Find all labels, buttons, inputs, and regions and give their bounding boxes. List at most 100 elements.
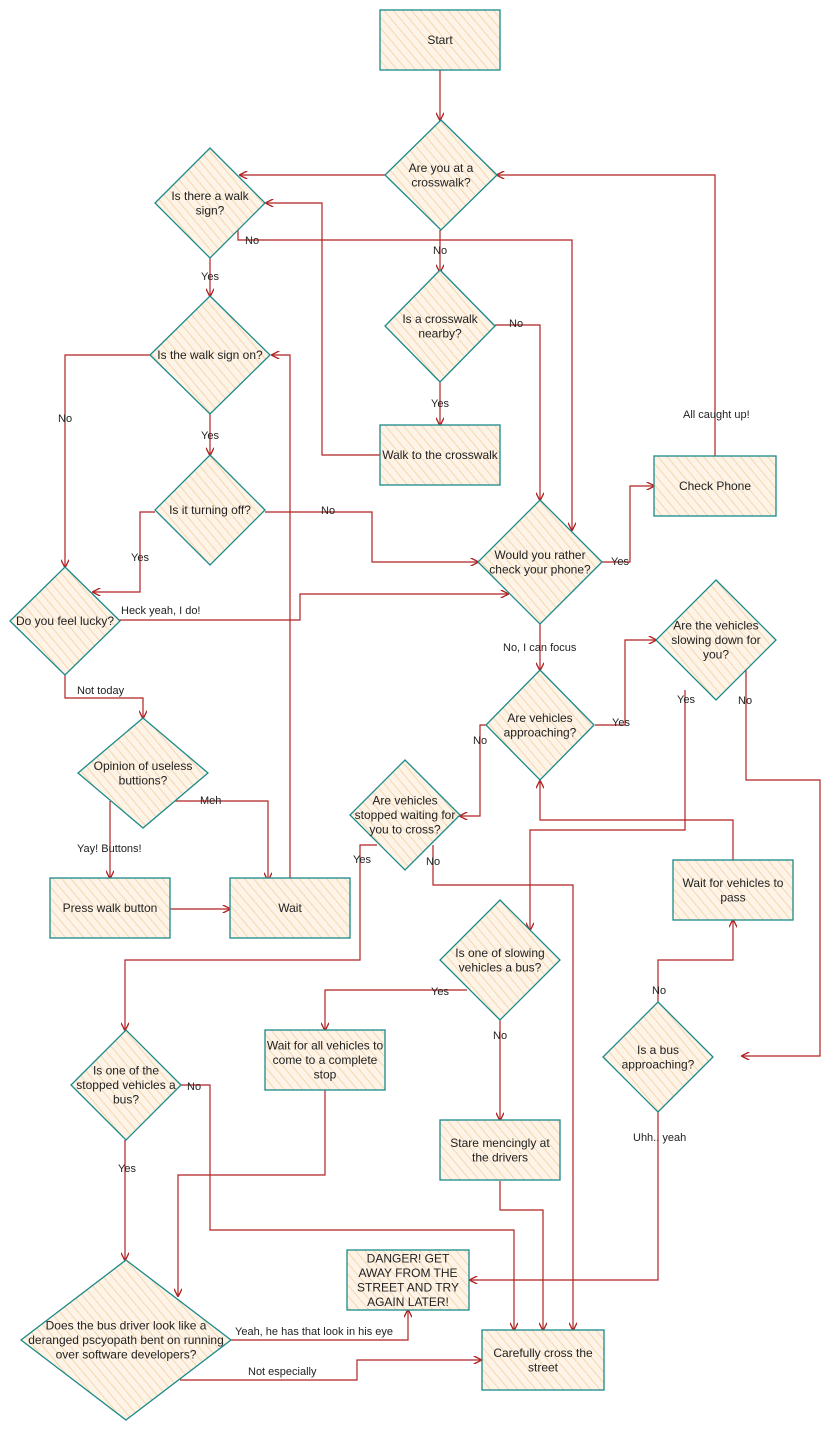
decision-diamond-walk-sign <box>154 147 266 259</box>
decision-diamond-bus-approaching <box>602 1001 714 1113</box>
label-approaching-yes: Yes <box>612 717 630 729</box>
process-box-danger <box>346 1249 470 1311</box>
edge-slowing-yes <box>530 690 686 930</box>
label-yay-buttons: Yay! Buttons! <box>77 843 142 855</box>
label-slowingbus-yes: Yes <box>431 986 449 998</box>
edge-walkto-walksign <box>266 203 380 456</box>
edge-busapproaching-yes <box>470 1110 659 1280</box>
edge-stopped-no <box>432 845 573 1330</box>
label-approaching-no: No <box>473 735 487 747</box>
node-text-deranged: deranged pscyopath bent on running <box>28 1333 224 1347</box>
label-no-focus: No, I can focus <box>503 642 577 654</box>
node-text-rather-phone: Would you rather <box>494 548 585 562</box>
label-stopped-no: No <box>426 856 440 868</box>
node-text-vehicles-approaching: Are vehicles <box>507 711 572 725</box>
node-text-deranged: Does the bus driver look like a <box>46 1319 207 1333</box>
node-text-check-phone: Check Phone <box>679 479 751 493</box>
edge-approaching-no <box>460 724 486 816</box>
edge-deranged-no <box>180 1360 481 1381</box>
edge-labels: No Yes No No Yes All caught up! No Yes N… <box>58 235 752 1378</box>
node-text-stare: the drivers <box>472 1150 528 1164</box>
edge-wait-signon <box>272 355 291 878</box>
label-meh: Meh <box>200 795 221 807</box>
node-text-turning-off: Is it turning off? <box>169 503 251 517</box>
node-text-slowing-down: Are the vehicles <box>673 619 758 633</box>
label-yeah-look: Yeah, he has that look in his eye <box>235 1326 393 1338</box>
node-text-bus-approaching: approaching? <box>622 1057 695 1071</box>
node-text-walk-sign-on: Is the walk sign on? <box>157 348 263 362</box>
edge-deranged-yes <box>230 1310 408 1341</box>
process-box-wait-complete-stop <box>264 1029 386 1091</box>
node-text-press-button: Press walk button <box>63 901 158 915</box>
node-text-wait: Wait <box>278 901 302 915</box>
node-text-carefully-cross: street <box>528 1360 559 1374</box>
edge-slowingbus-yes <box>325 989 467 1030</box>
node-text-stare: Stare mencingly at <box>450 1136 550 1150</box>
decision-diamond-stopped-bus <box>70 1029 182 1141</box>
process-box-stare <box>439 1119 561 1181</box>
node-text-vehicles-approaching: approaching? <box>504 725 577 739</box>
decision-diamond-walk-sign-on <box>149 295 271 415</box>
label-crosswalk-no: No <box>433 245 447 257</box>
edges <box>65 70 821 1381</box>
label-turning-yes: Yes <box>131 552 149 564</box>
decision-diamond-rather-phone <box>477 499 603 625</box>
edge-stare-cross <box>499 1181 543 1330</box>
node-text-stopped-waiting: stopped waiting for <box>355 808 456 822</box>
decision-diamond-turning-off <box>154 454 266 566</box>
node-text-walk-sign: Is there a walk <box>171 189 249 203</box>
process-box-start <box>379 9 501 71</box>
node-wait: Wait <box>229 877 351 939</box>
node-text-feel-lucky: Do you feel lucky? <box>16 614 114 628</box>
node-text-danger: STREET AND TRY <box>357 1280 459 1294</box>
label-walksign-no: No <box>245 235 259 247</box>
label-stoppedbus-yes: Yes <box>118 1163 136 1175</box>
node-text-slowing-down: slowing down for <box>671 633 760 647</box>
node-press-button: Press walk button <box>49 877 171 939</box>
label-signon-no: No <box>58 413 72 425</box>
node-text-wait-complete-stop: Wait for all vehicles to <box>267 1039 384 1053</box>
node-text-stopped-waiting: Are vehicles <box>372 794 437 808</box>
edge-stoppedbus-no <box>180 1084 514 1330</box>
node-text-wait-complete-stop: come to a complete <box>273 1053 378 1067</box>
node-walk-sign-on: Is the walk sign on? <box>149 295 271 415</box>
label-heck-yeah: Heck yeah, I do! <box>121 605 201 617</box>
node-text-at-crosswalk: crosswalk? <box>411 175 471 189</box>
node-turning-off: Is it turning off? <box>154 454 266 566</box>
edge-checkphone-crosswalk <box>497 175 716 456</box>
node-text-carefully-cross: Carefully cross the <box>493 1346 593 1360</box>
label-turning-no: No <box>321 505 335 517</box>
edge-phone-yes <box>602 486 654 563</box>
edge-completestop-deranged <box>178 1090 326 1296</box>
node-text-danger: AGAIN LATER! <box>367 1295 449 1309</box>
node-text-stopped-bus: bus? <box>113 1093 139 1107</box>
process-box-wait-pass <box>672 859 794 921</box>
node-check-phone: Check Phone <box>653 455 777 517</box>
process-box-check-phone <box>653 455 777 517</box>
label-stoppedbus-no: No <box>187 1081 201 1093</box>
label-phone-yes: Yes <box>611 556 629 568</box>
decision-diamond-vehicles-approaching <box>485 669 595 781</box>
label-nearby-no: No <box>509 318 523 330</box>
node-feel-lucky: Do you feel lucky? <box>9 566 121 676</box>
decision-diamond-slowing-down <box>655 579 777 701</box>
node-text-slowing-down: you? <box>703 648 729 662</box>
node-text-crosswalk-nearby: nearby? <box>418 326 462 340</box>
process-box-press-button <box>49 877 171 939</box>
edge-approaching-yes <box>595 640 656 726</box>
label-slowingbus-no: No <box>493 1030 507 1042</box>
label-all-caught-up: All caught up! <box>683 409 750 421</box>
